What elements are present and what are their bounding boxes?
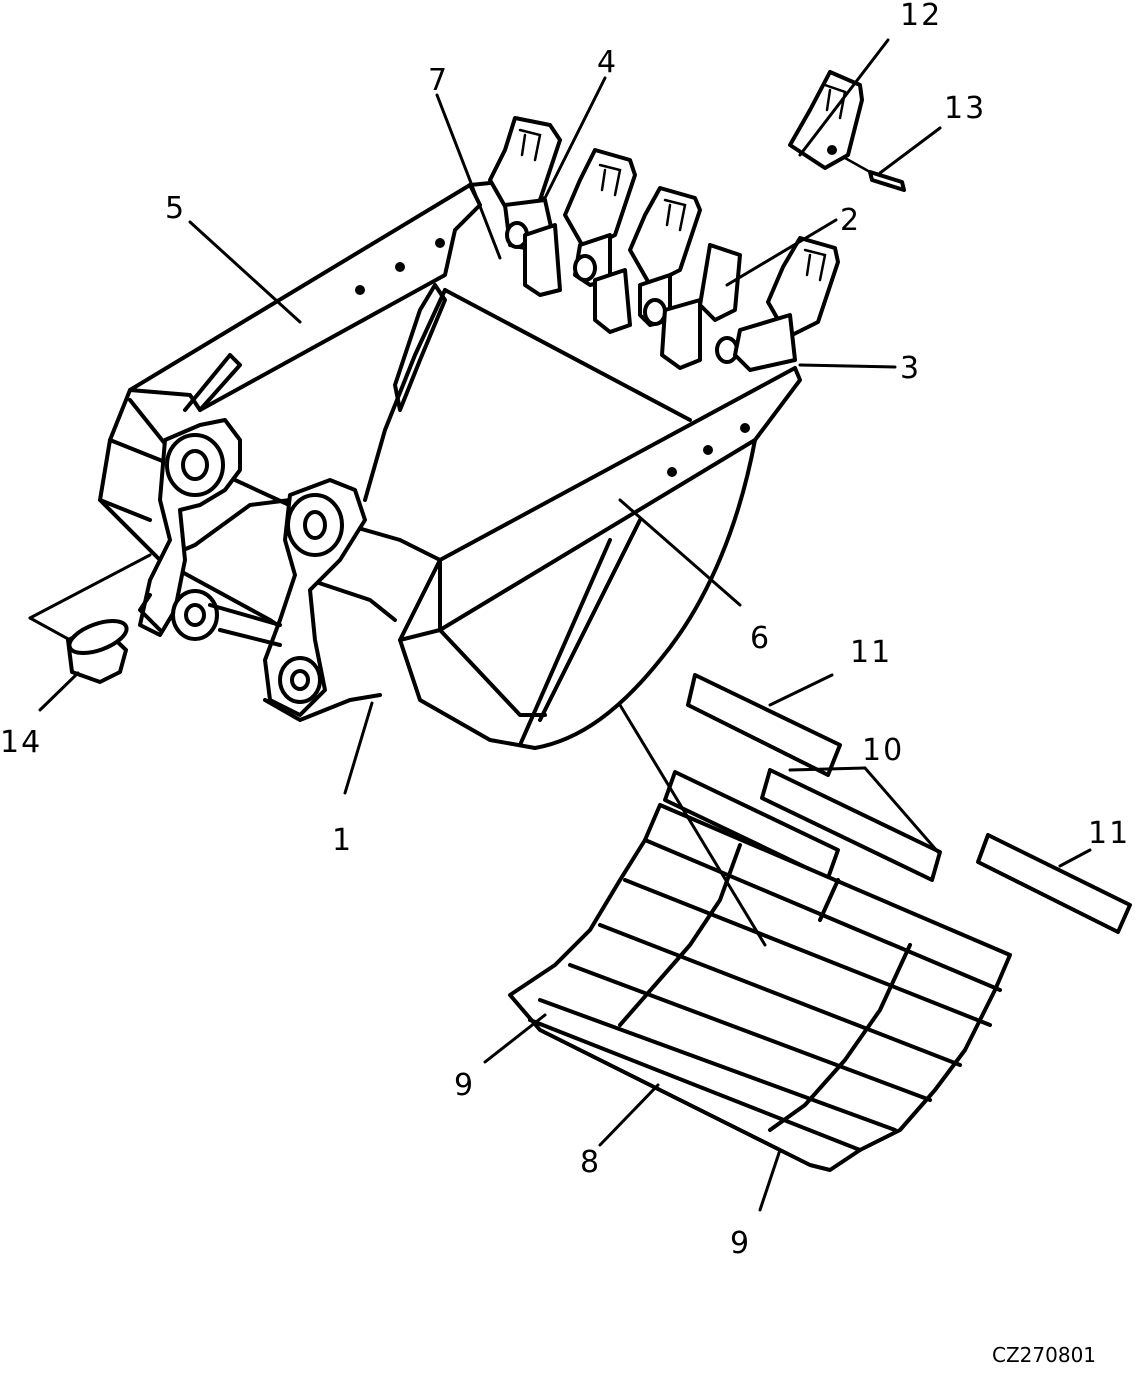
callout-2: 2 — [840, 203, 861, 238]
callout-4: 4 — [597, 45, 618, 80]
adapter-4 — [593, 268, 632, 334]
callout-12: 12 — [900, 0, 942, 33]
callout-8: 8 — [580, 1145, 601, 1180]
tooth-pin — [843, 156, 906, 192]
callout-7: 7 — [428, 63, 449, 98]
callout-13: 13 — [944, 91, 986, 126]
callout-14: 14 — [0, 725, 42, 760]
bushing — [66, 619, 129, 684]
bucket-body — [98, 178, 802, 750]
callout-10: 10 — [862, 733, 904, 768]
leader-lines — [38, 38, 1092, 1212]
adapter-6 — [660, 298, 702, 370]
drawing-code: CZ270801 — [992, 1343, 1096, 1367]
callout-labels: 1 2 3 4 5 6 7 8 9 9 10 11 11 12 13 14 — [0, 0, 1130, 1261]
adapter-7 — [733, 313, 797, 372]
wear-strip-11-right — [976, 833, 1132, 934]
callout-3: 3 — [900, 351, 921, 386]
callout-1: 1 — [332, 823, 353, 858]
tooth-3 — [628, 186, 702, 287]
tooth-5 — [766, 236, 840, 339]
callout-9-bottom: 9 — [730, 1226, 751, 1261]
callout-11-left: 11 — [850, 635, 892, 670]
teeth-assembly — [488, 116, 840, 372]
callout-5: 5 — [165, 191, 186, 226]
wear-plates — [508, 673, 1132, 1172]
callout-6: 6 — [750, 621, 771, 656]
callout-11-right: 11 — [1088, 816, 1130, 851]
adapter-tooth-2 — [698, 243, 742, 322]
wear-strip-11-left — [686, 673, 842, 777]
side-hook — [183, 353, 242, 412]
adapter-2 — [523, 223, 562, 297]
callout-9-left: 9 — [454, 1068, 475, 1103]
tooth-1 — [488, 116, 562, 217]
